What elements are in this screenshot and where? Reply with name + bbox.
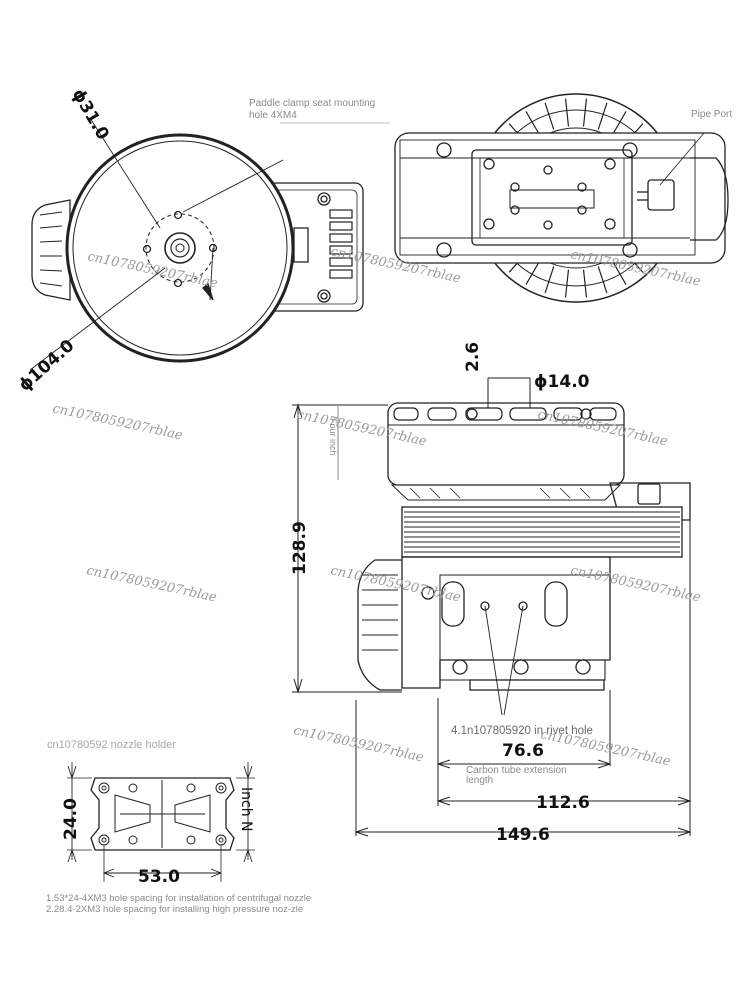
label-pipe-port: Pipe Port xyxy=(691,109,732,120)
cooling-fin xyxy=(597,102,608,130)
dim-2-6: 2.6 xyxy=(463,342,483,372)
label-nozzle-holder: cn10780592 nozzle holder xyxy=(47,739,176,751)
label-paddle-clamp-2: hole 4XM4 xyxy=(249,110,297,121)
watermark-text: cn1078059207rblae xyxy=(85,563,218,605)
front-view-motor xyxy=(357,402,691,716)
cooling-fin xyxy=(544,266,555,294)
cooling-fin xyxy=(611,260,627,285)
label-four-inch: Four inch xyxy=(328,418,338,456)
dim-128-9: 128.9 xyxy=(290,521,310,575)
cooling-fin xyxy=(564,269,570,298)
watermark-text: cn1078059207rblae xyxy=(51,401,184,443)
dim-149-6: 149.6 xyxy=(496,825,550,845)
cooling-fin xyxy=(611,111,627,136)
cooling-fin xyxy=(525,111,541,136)
dim-phi14: ϕ14.0 xyxy=(534,372,590,392)
cooling-fin xyxy=(597,266,608,294)
watermark-text: cn1078059207rblae xyxy=(329,563,462,605)
installation-notes: 1.53*24-4XM3 hole spacing for installati… xyxy=(46,893,326,915)
watermark-text: cn1078059207rblae xyxy=(569,563,702,605)
dim-phi104: ϕ104.0 xyxy=(15,336,79,396)
cooling-fin xyxy=(544,102,555,130)
label-positive: Positive xyxy=(474,490,509,501)
dim-112-6: 112.6 xyxy=(536,793,590,813)
label-inch-n: Inch N xyxy=(238,787,254,832)
dim-phi31: ϕ31.0 xyxy=(68,86,113,144)
dim-53: 53.0 xyxy=(138,867,180,887)
cooling-fin xyxy=(582,98,588,127)
note-line-2: 2.28.4-2XM3 hole spacing for installing … xyxy=(46,904,304,915)
dim-24: 24.0 xyxy=(61,798,81,840)
side-view-pipe-port xyxy=(394,93,729,303)
label-carbon-tube-1: Carbon tube extension xyxy=(466,765,567,776)
watermark-text: cn1078059207rblae xyxy=(292,723,425,765)
dim-76-6: 76.6 xyxy=(502,741,544,761)
dimension-lines xyxy=(292,377,692,837)
note-line-1: 1.53*24-4XM3 hole spacing for installati… xyxy=(46,893,312,904)
top-view-motor xyxy=(29,117,390,371)
cooling-fin xyxy=(564,98,570,127)
label-rivet-hole: 4.1n107805920 in rivet hole xyxy=(451,725,593,737)
label-paddle-clamp-1: Paddle clamp seat mounting xyxy=(249,98,375,109)
cooling-fin xyxy=(582,269,588,298)
label-carbon-tube-2: length xyxy=(466,775,493,786)
watermark-text: cn1078059207rblae xyxy=(539,727,672,769)
nozzle-holder-plate xyxy=(67,762,255,882)
cooling-fin xyxy=(525,260,541,285)
